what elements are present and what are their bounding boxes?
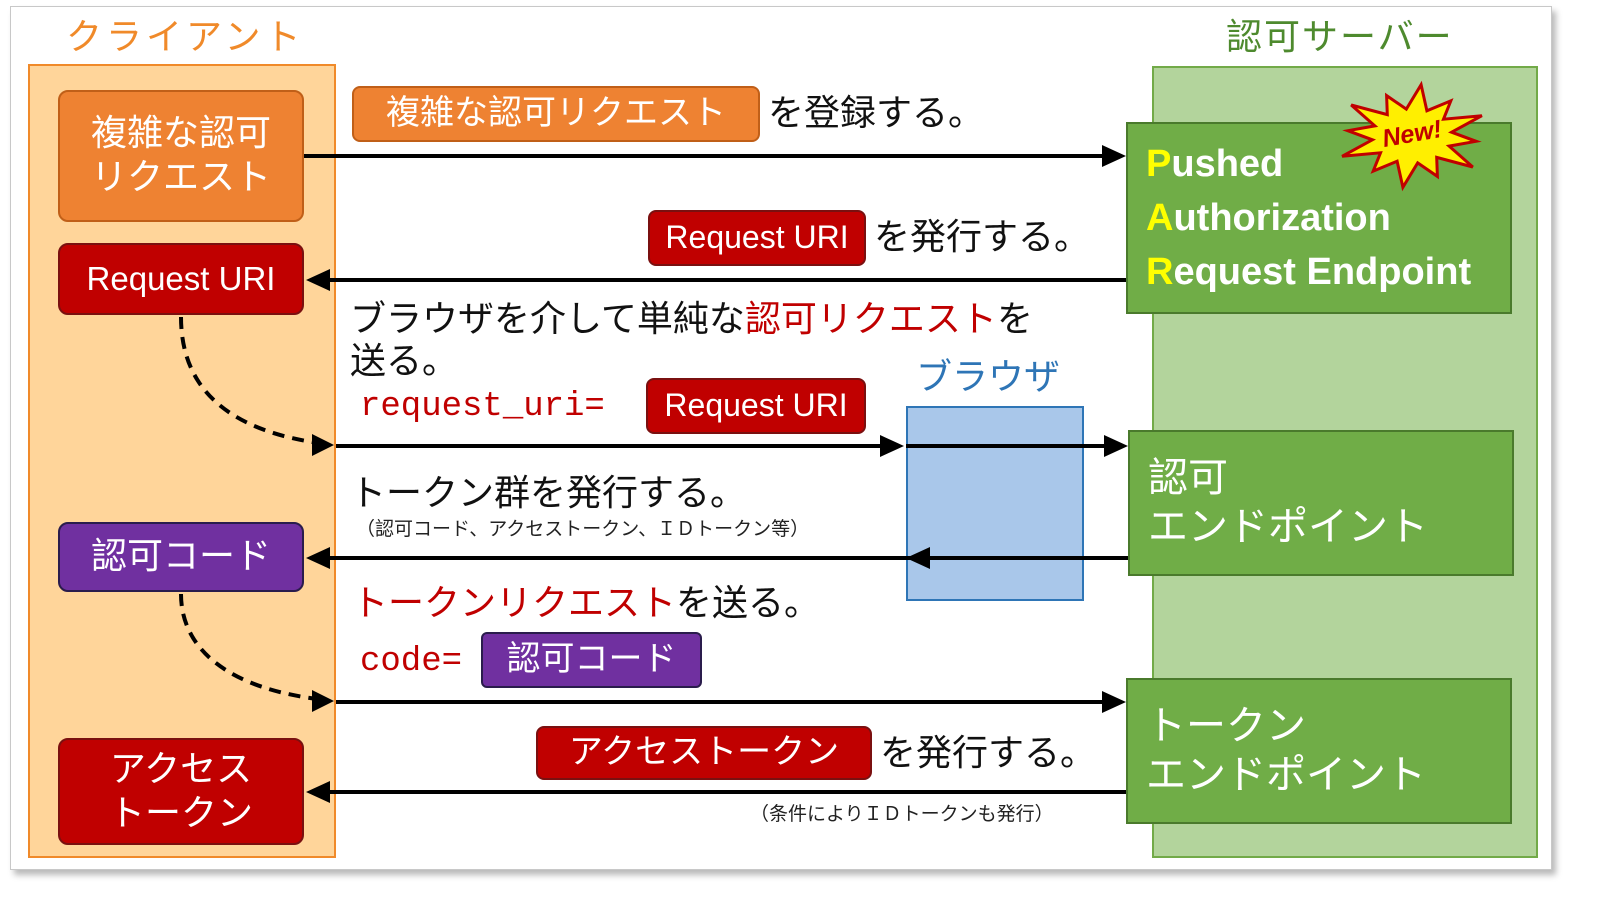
par-line-pushed: Pushed <box>1146 143 1284 185</box>
register-request-text: を登録する。 <box>768 93 985 134</box>
code-param-badge: 認可コード <box>481 632 702 688</box>
issue-tokens-text: トークン群を発行する。 <box>350 473 747 514</box>
token-endpoint-box: トークン エンドポイント <box>1126 678 1512 824</box>
par-line-request-endpoint: Request Endpoint <box>1146 251 1472 293</box>
client-request-uri-box: Request URI <box>58 243 304 315</box>
issue-access-token-badge: アクセストークン <box>536 726 872 780</box>
client-access-token-box: アクセス トークン <box>58 738 304 845</box>
client-authorization-code-box: 認可コード <box>58 522 304 592</box>
request-uri-param: request_uri= <box>360 388 605 426</box>
dashed-connector-authorization-code <box>179 593 327 702</box>
authorization-endpoint-box: 認可 エンドポイント <box>1128 430 1514 576</box>
request-uri-param-badge: Request URI <box>646 378 866 434</box>
token-request-text: トークンリクエストを送る。 <box>352 583 821 624</box>
par-line-authorization: Authorization <box>1146 197 1391 239</box>
complex-authorization-request-box: 複雑な認可 リクエスト <box>58 90 304 222</box>
browser-title: ブラウザ <box>916 357 1061 398</box>
browser-box <box>906 406 1084 601</box>
send-simple-request-text-line2: 送る。 <box>350 341 459 382</box>
issue-request-uri-text: を発行する。 <box>874 217 1091 258</box>
new-starburst-icon: New! <box>1341 80 1483 192</box>
issue-access-token-note: （条件によりＩＤトークンも発行） <box>750 803 1054 825</box>
client-title: クライアント <box>66 17 305 58</box>
authorization-server-title: 認可サーバー <box>1226 17 1454 58</box>
code-param: code= <box>360 643 463 681</box>
send-simple-request-text: ブラウザを介して単純な認可リクエストを <box>350 299 1033 340</box>
issue-request-uri-badge: Request URI <box>648 210 866 266</box>
dashed-connector-request-uri <box>179 316 327 446</box>
issue-tokens-note: （認可コード、アクセストークン、ＩＤトークン等） <box>356 518 810 540</box>
register-request-badge: 複雑な認可リクエスト <box>352 86 760 142</box>
issue-access-token-text: を発行する。 <box>880 733 1097 774</box>
